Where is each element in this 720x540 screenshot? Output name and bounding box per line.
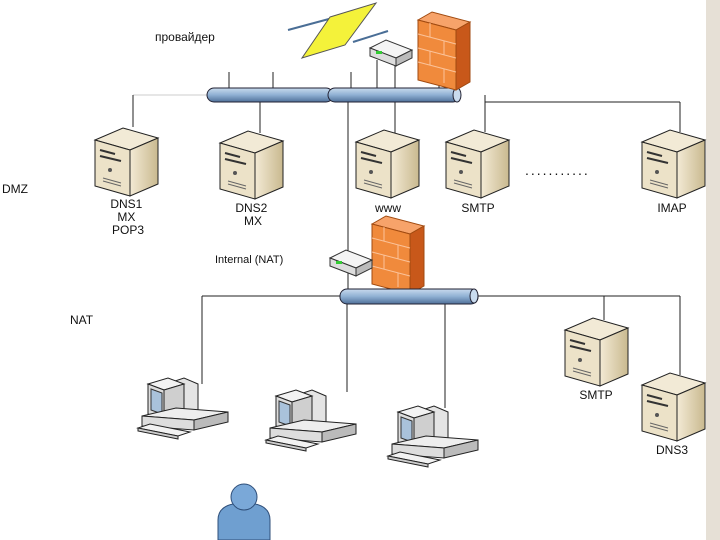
dmz-bus <box>206 87 462 103</box>
server-dns3-label: DNS3 <box>656 443 688 457</box>
server-smtp-dmz-label: SMTP <box>461 201 494 215</box>
server-dns2-icon <box>219 130 284 200</box>
server-imap-icon <box>641 129 706 199</box>
server-dns3-icon <box>641 372 706 442</box>
more-servers-ellipsis: ........... <box>525 162 590 178</box>
user-icon <box>217 483 271 540</box>
workstation-3-icon <box>387 405 479 468</box>
slide-side-strip <box>706 0 720 540</box>
server-smtp-nat-icon <box>564 317 629 387</box>
internal-nat-label: Internal (NAT) <box>215 254 283 266</box>
dmz-zone-label: DMZ <box>2 182 28 196</box>
nat-wires <box>201 295 681 408</box>
server-www-icon <box>355 129 420 199</box>
nat-zone-label: NAT <box>70 313 94 327</box>
workstation-2-icon <box>265 389 357 452</box>
server-dns1-icon <box>94 127 159 197</box>
server-dns2-label: DNS2 MX <box>235 201 270 228</box>
nat-router-icon <box>329 249 373 277</box>
server-www-label: www <box>374 201 401 215</box>
nat-bus <box>339 288 479 305</box>
workstation-1-icon <box>137 377 229 440</box>
server-imap-label: IMAP <box>657 201 686 215</box>
server-dns1-label: DNS1 MX POP3 <box>110 197 145 237</box>
wan-lightning-icon <box>287 2 389 59</box>
provider-label: провайдер <box>155 30 215 44</box>
server-smtp-dmz-icon <box>445 129 510 199</box>
server-smtp-nat-label: SMTP <box>579 388 612 402</box>
provider-router-icon <box>369 39 413 67</box>
internal-firewall-icon <box>371 215 425 295</box>
external-firewall-icon <box>417 11 471 91</box>
